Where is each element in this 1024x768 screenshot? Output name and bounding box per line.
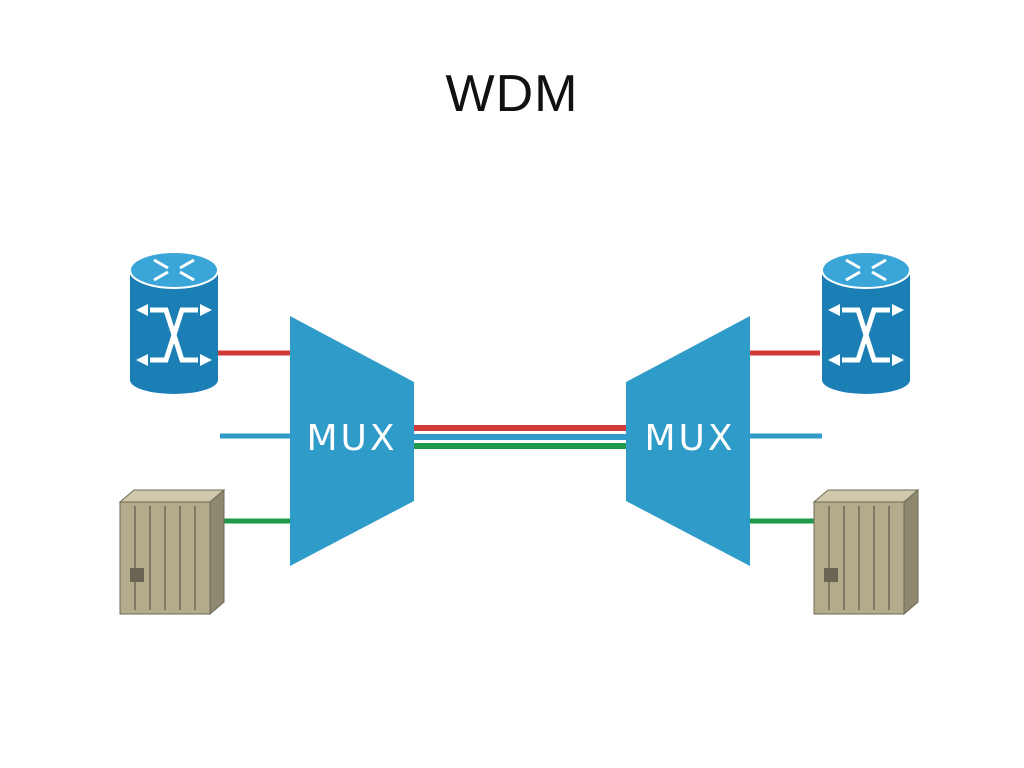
switch-chassis-icon xyxy=(118,488,226,616)
mux-right-label: MUX xyxy=(644,418,735,459)
mux-left: MUX xyxy=(290,316,414,566)
router-icon xyxy=(821,251,911,394)
mux-right-body xyxy=(626,316,750,566)
slide-title: WDM xyxy=(445,65,579,123)
switch-chassis-icon xyxy=(812,488,920,616)
wdm-trunk xyxy=(412,425,628,449)
mux-left-label: MUX xyxy=(306,418,397,459)
mux-right: MUX xyxy=(626,316,750,566)
router-icon xyxy=(129,251,219,394)
mux-left-body xyxy=(290,316,414,566)
